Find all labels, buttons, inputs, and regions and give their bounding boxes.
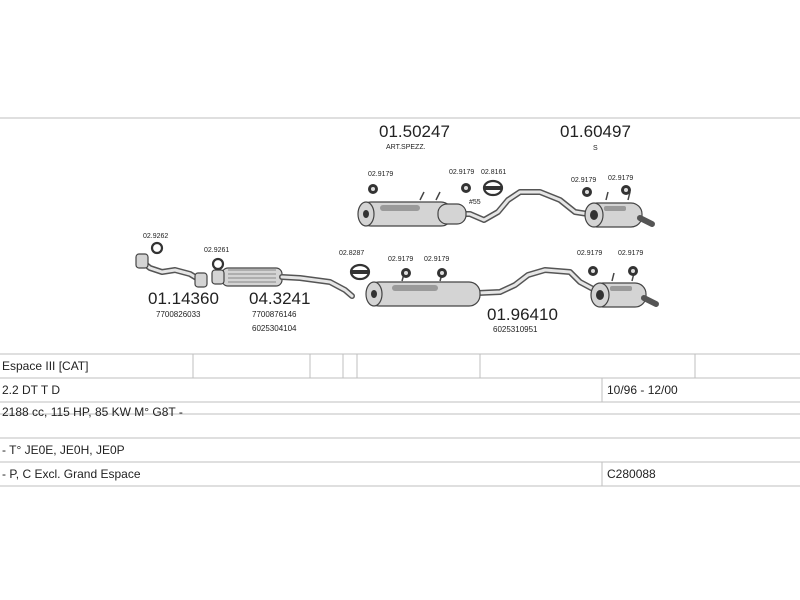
catalog-code-cell: C280088 [607, 467, 656, 481]
hardware-label: 02.9179 [368, 171, 393, 178]
hardware-label: 02.9179 [424, 256, 449, 263]
rear-silencer-lower [590, 272, 659, 308]
part-number-label: 01.60497 [560, 122, 631, 141]
vehicle-model-cell: Espace III [CAT] [2, 359, 88, 373]
hardware-label: 02.9179 [608, 175, 633, 182]
part-sub-label: 7700876146 [252, 310, 297, 319]
part-sub-label: ART.SPEZZ. [386, 144, 426, 151]
rubber-mount-icon [368, 184, 378, 194]
hardware-label: 02.9179 [388, 256, 413, 263]
hardware-label: 02.9179 [577, 250, 602, 257]
rubber-mount-icon [582, 187, 592, 197]
clamp-icon [349, 263, 371, 281]
years-cell: 10/96 - 12/00 [607, 383, 678, 397]
front-pipe [135, 253, 208, 288]
part-sub-label: 6025304104 [252, 324, 297, 333]
part-number-label: 01.96410 [487, 305, 558, 324]
hardware-label: 02.9261 [204, 247, 229, 254]
hardware-label: 02.8287 [339, 250, 364, 257]
clamp-icon [482, 179, 504, 197]
rubber-mount-icon [461, 183, 471, 193]
part-sub-label: 6025310951 [493, 325, 538, 334]
engine-spec-cell: 2188 cc, 115 HP, 85 KW M° G8T - [2, 405, 183, 419]
rubber-mount-icon [401, 268, 411, 278]
part-sub-label: 7700826033 [156, 310, 201, 319]
hardware-label: 02.9179 [618, 250, 643, 257]
gasket-icon [150, 241, 164, 255]
hardware-label: 02.8161 [481, 169, 506, 176]
rubber-mount-icon [588, 266, 598, 276]
application-table: Espace III [CAT] 2.2 DT T D 10/96 - 12/0… [0, 353, 800, 487]
hardware-label: 02.9262 [143, 233, 168, 240]
part-number-label: 01.50247 [379, 122, 450, 141]
engine-types-cell: - T° JE0E, JE0H, JE0P [2, 443, 125, 457]
engine-cell: 2.2 DT T D [2, 383, 60, 397]
hardware-label: #55 [469, 199, 481, 206]
rubber-mount-icon [628, 266, 638, 276]
rear-pipe-upper-assembly [357, 189, 591, 227]
middle-pipe-lower [365, 267, 598, 307]
rubber-mount-icon [437, 268, 447, 278]
gasket-icon [211, 257, 225, 271]
hardware-label: 02.9179 [449, 169, 474, 176]
rear-silencer-upper [584, 191, 655, 228]
rubber-mount-icon [621, 185, 631, 195]
part-sub-label: S [593, 145, 598, 152]
part-number-label: 04.3241 [249, 289, 310, 308]
part-number-label: 01.14360 [148, 289, 219, 308]
hardware-label: 02.9179 [571, 177, 596, 184]
variant-cell: - P, C Excl. Grand Espace [2, 467, 141, 481]
